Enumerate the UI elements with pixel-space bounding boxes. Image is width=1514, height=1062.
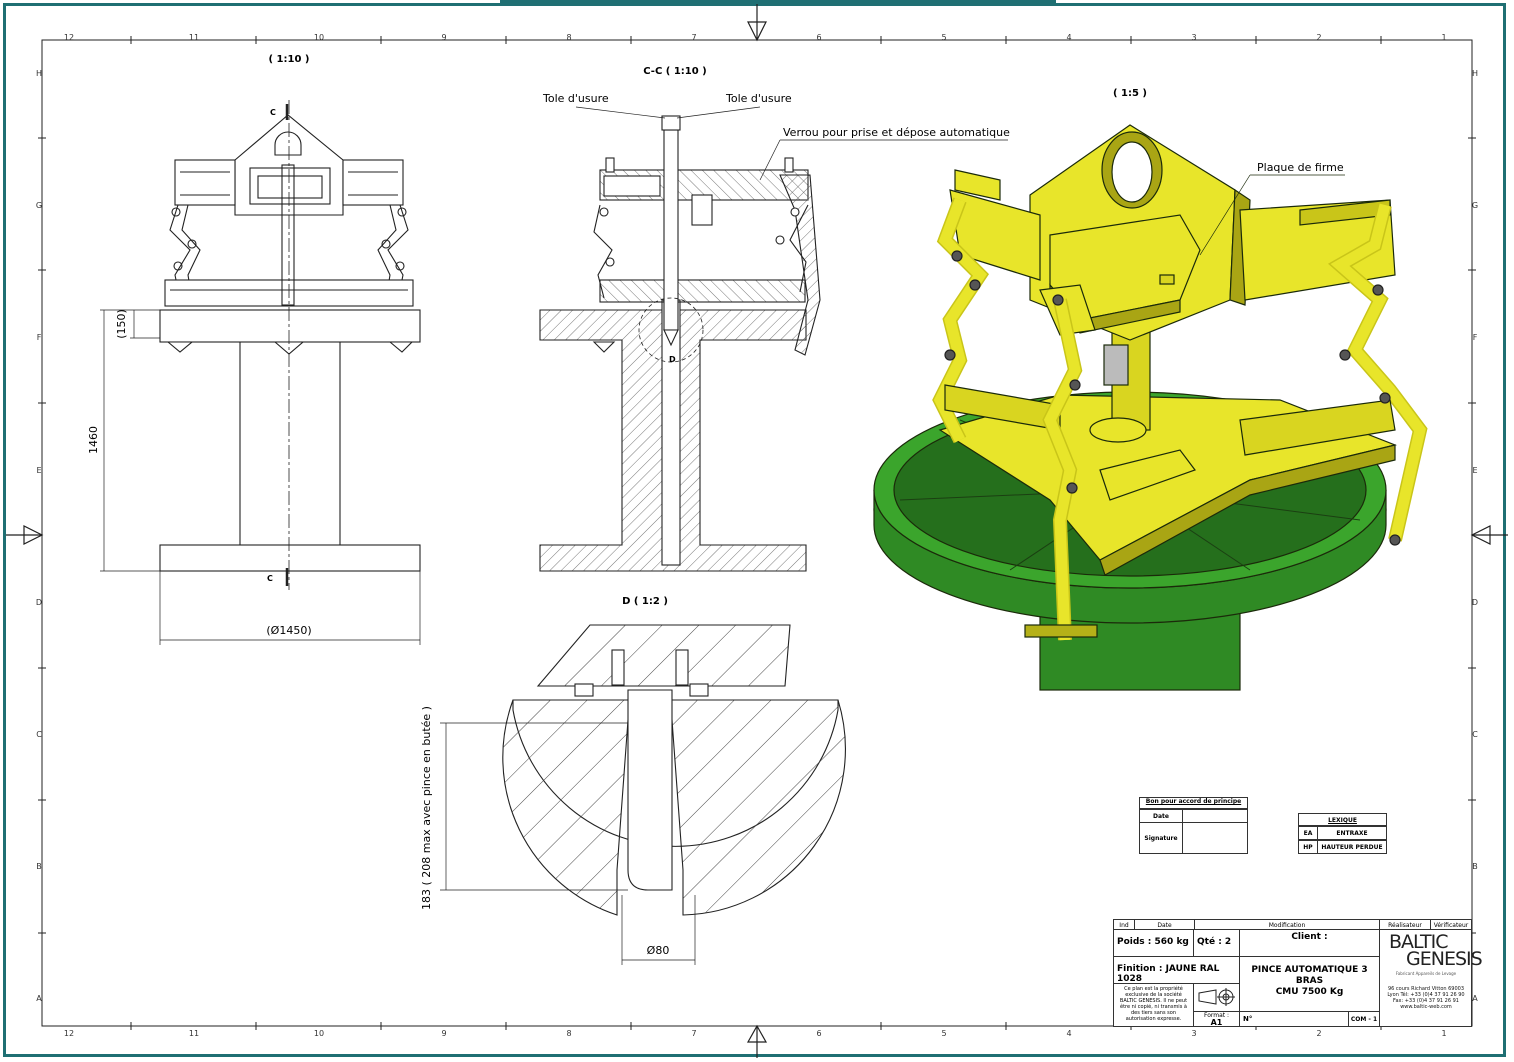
- col-label-bottom: 6: [816, 1029, 821, 1038]
- top-tab: [500, 0, 1056, 4]
- col-label-bottom: 3: [1191, 1029, 1196, 1038]
- col-label-bottom: 4: [1066, 1029, 1071, 1038]
- col-label-top: 8: [566, 33, 571, 42]
- lexique-abbr: HP: [1298, 840, 1318, 854]
- tb-drawing-title: PINCE AUTOMATIQUE 3 BRAS CMU 7500 Kg: [1239, 956, 1380, 1012]
- row-label-right: G: [1472, 201, 1478, 210]
- col-label-bottom: 7: [691, 1029, 696, 1038]
- label-wear-plate-right: Tole d'usure: [725, 92, 792, 105]
- row-label-left: H: [36, 69, 42, 78]
- col-label-top: 9: [441, 33, 446, 42]
- iso-view-scale: ( 1:5 ): [1113, 88, 1147, 99]
- approval-date-value[interactable]: [1182, 809, 1248, 823]
- row-label-right: A: [1472, 994, 1478, 1003]
- tb-title-line3: CMU 7500 Kg: [1275, 987, 1344, 997]
- row-label-right: C: [1472, 730, 1478, 739]
- col-label-top: 6: [816, 33, 821, 42]
- label-wear-plate-left: Tole d'usure: [542, 92, 609, 105]
- col-label-bottom: 11: [189, 1029, 199, 1038]
- row-label-left: F: [37, 333, 42, 342]
- dim-diameter-80: Ø80: [647, 944, 670, 957]
- row-label-right: E: [1472, 466, 1477, 475]
- col-label-bottom: 12: [64, 1029, 74, 1038]
- row-label-right: H: [1472, 69, 1478, 78]
- row-label-left: E: [36, 466, 41, 475]
- company-tagline: Fabricant Appareils de Levage: [1395, 971, 1457, 976]
- approval-signature-label: Signature: [1139, 822, 1183, 854]
- iso-view: [873, 124, 1428, 691]
- front-view-scale: ( 1:10 ): [269, 54, 310, 65]
- col-label-top: 1: [1441, 33, 1446, 42]
- col-label-bottom: 2: [1316, 1029, 1321, 1038]
- col-label-top: 12: [64, 33, 74, 42]
- row-label-left: C: [36, 730, 42, 739]
- row-label-left: B: [36, 862, 42, 871]
- label-name-plate: Plaque de firme: [1257, 161, 1344, 174]
- tb-weight: Poids : 560 kg: [1113, 929, 1194, 957]
- detail-view-title: D ( 1:2 ): [622, 596, 668, 607]
- col-label-top: 7: [691, 33, 696, 42]
- col-label-top: 4: [1066, 33, 1071, 42]
- col-label-top: 3: [1191, 33, 1196, 42]
- lexique-meaning: ENTRAXE: [1317, 826, 1387, 840]
- section-mark-top: C: [270, 108, 276, 117]
- zone-ticks: [38, 36, 1476, 1030]
- tb-format-value: A1: [1210, 1018, 1223, 1027]
- centering-marks: [6, 4, 1508, 1058]
- tb-finish: Finition : JAUNE RAL 1028: [1113, 956, 1240, 984]
- tb-com: COM - 1: [1348, 1011, 1380, 1027]
- col-label-top: 5: [941, 33, 946, 42]
- lexique-abbr: EA: [1298, 826, 1318, 840]
- row-label-left: G: [36, 201, 42, 210]
- tb-company-block: [1379, 929, 1472, 1027]
- row-label-right: D: [1472, 598, 1478, 607]
- approval-title: Bon pour accord de principe: [1139, 797, 1248, 809]
- col-label-top: 11: [189, 33, 199, 42]
- front-view: [100, 100, 421, 645]
- tb-format-label: Format :: [1203, 1012, 1230, 1019]
- col-label-bottom: 9: [441, 1029, 446, 1038]
- section-view-title: C-C ( 1:10 ): [643, 66, 707, 77]
- tb-title-line1: PINCE AUTOMATIQUE 3: [1251, 965, 1368, 975]
- dim-offset-150: (150): [115, 309, 128, 339]
- approval-date-label: Date: [1139, 809, 1183, 823]
- row-label-left: D: [36, 598, 42, 607]
- detail-mark-d: D: [669, 355, 676, 364]
- section-view: [539, 106, 1008, 572]
- col-label-top: 10: [314, 33, 324, 42]
- lexique-title: LEXIQUE: [1298, 813, 1387, 826]
- row-label-right: B: [1472, 862, 1478, 871]
- col-label-bottom: 1: [1441, 1029, 1446, 1038]
- col-label-top: 2: [1316, 33, 1321, 42]
- detail-view: [440, 624, 846, 965]
- col-label-bottom: 5: [941, 1029, 946, 1038]
- tb-projection-symbol: [1193, 983, 1240, 1012]
- dim-depth-183: 183 ( 208 max avec pince en butée ): [420, 706, 433, 910]
- company-address: 96 cours Richard Vitton 69003 Lyon Tél: …: [1387, 986, 1465, 1010]
- lexique-meaning: HAUTEUR PERDUE: [1317, 840, 1387, 854]
- row-label-left: A: [36, 994, 42, 1003]
- tb-title-line2: BRAS: [1295, 976, 1324, 986]
- tb-format: Format : A1: [1193, 1011, 1240, 1027]
- col-label-bottom: 8: [566, 1029, 571, 1038]
- tb-ownership-notice: Ce plan est la propriété exclusive de la…: [1113, 983, 1194, 1027]
- sheet-frame: [3, 3, 1506, 1057]
- section-mark-bottom: C: [267, 574, 273, 583]
- projection-icon: [1198, 988, 1235, 1006]
- approval-signature-value[interactable]: [1182, 822, 1248, 854]
- company-logo-line1: BALTIC: [1389, 931, 1448, 953]
- tb-quantity: Qté : 2: [1193, 929, 1240, 957]
- company-logo-line2: GENESIS: [1406, 948, 1483, 970]
- tb-number: N°: [1239, 1011, 1349, 1027]
- dim-height-1460: 1460: [87, 426, 100, 454]
- row-label-right: F: [1473, 333, 1478, 342]
- dim-diameter-1450: (Ø1450): [266, 624, 311, 637]
- tb-client: Client :: [1239, 929, 1380, 957]
- label-auto-lock: Verrou pour prise et dépose automatique: [783, 126, 1010, 139]
- col-label-bottom: 10: [314, 1029, 324, 1038]
